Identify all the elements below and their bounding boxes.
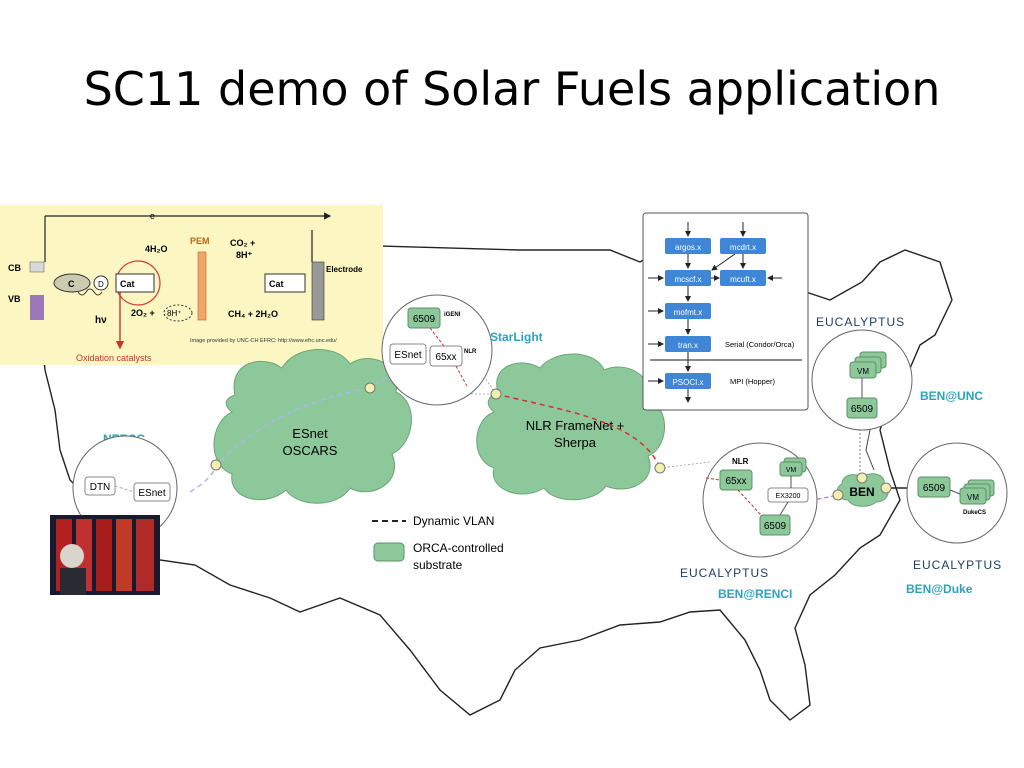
inset-co2-label: CO₂ + — [230, 238, 255, 248]
wf-mofmt: mofmt.x — [674, 308, 702, 317]
inset-pem-label: PEM — [190, 236, 210, 246]
inset-credit: Image provided by UNC-CH EFRC: http://ww… — [190, 338, 337, 344]
inset-cb-label: CB — [8, 263, 21, 273]
wf-mcuft: mcuft.x — [730, 275, 756, 284]
ben-cloud-label: BEN — [849, 485, 874, 499]
ben-renci-connection-dot — [832, 489, 844, 501]
inset-hv-label: hν — [95, 315, 107, 326]
wf-serial-label: Serial (Condor/Orca) — [725, 340, 795, 349]
esnet-starlight-node: ESnet — [394, 350, 421, 361]
eucalyptus-logo-renci: EUCALYPTUS — [680, 566, 769, 580]
switch-6509-unc: 6509 — [851, 404, 874, 415]
eucalyptus-logo-duke: EUCALYPTUS — [913, 558, 1002, 572]
inset-c-label: C — [68, 279, 75, 289]
vm-unc: VM — [857, 367, 869, 376]
esnet-to-starlight-path — [189, 387, 371, 493]
nlr-sl-connection-dot — [490, 388, 502, 400]
solar-fuels-inset: e CB VB C D Cat 4H₂O PEM CO₂ + 8H⁺ Cat E… — [0, 205, 383, 365]
esnet-cloud-line2: OSCARS — [283, 443, 338, 458]
supercomputer-photo — [50, 515, 160, 595]
vm-duke: VM — [967, 493, 979, 502]
inset-oxidation-label: Oxidation catalysts — [76, 353, 152, 363]
workflow-panel: argos.x mcdrt.x mcscf.x mcuft.x mofmt.x … — [642, 212, 809, 411]
esnet-connection-dot — [210, 459, 222, 471]
ben-duke-site-label: BEN@Duke — [906, 582, 973, 596]
eucalyptus-logo-unc: EUCALYPTUS — [816, 315, 905, 329]
nlr-vlan-path — [495, 393, 661, 469]
esnet-oscars-cloud: ESnet OSCARS — [213, 349, 412, 504]
switch-6509-renci: 6509 — [764, 521, 787, 532]
inset-catox-label: Cat — [120, 279, 135, 289]
esnet-sl-connection-dot — [364, 382, 376, 394]
legend-dynamic-vlan: Dynamic VLAN — [413, 514, 494, 528]
ben-cloud: BEN — [836, 473, 889, 507]
wf-psoci: PSOCI.x — [672, 378, 703, 387]
nlr-starlight-label: NLR — [464, 349, 477, 355]
inset-d-label: D — [98, 280, 104, 289]
legend-orca-line1: ORCA-controlled — [413, 541, 504, 555]
legend: Dynamic VLAN ORCA-controlled substrate — [372, 514, 504, 572]
ben-duke-connection-dot — [880, 482, 892, 494]
switch-6509-duke: 6509 — [923, 483, 946, 494]
ben-renci-site-label: BEN@RENCI — [718, 587, 792, 601]
inset-electron-top: e — [150, 211, 155, 221]
esnet-cloud-line1: ESnet — [292, 426, 328, 441]
wf-tran: tran.x — [678, 341, 698, 350]
ben-unc-site-circle: VM 6509 — [811, 329, 913, 431]
dtn-node: DTN — [90, 482, 111, 493]
inset-8h-bottom: 8H⁺ — [167, 309, 181, 318]
inset-ch4-label: CH₄ + 2H₂O — [228, 309, 278, 319]
nlr-renci-label: NLR — [732, 457, 749, 466]
wf-mcscf: mcscf.x — [674, 275, 701, 284]
switch-6509-starlight: 6509 — [413, 314, 436, 325]
starlight-site-circle: 6509 iGENI ESnet 65xx NLR — [381, 294, 493, 406]
inset-catred-label: Cat — [269, 279, 284, 289]
slide-title: SC11 demo of Solar Fuels application — [83, 62, 941, 116]
vm-renci: VM — [786, 467, 797, 474]
nlr-framenet-cloud: NLR FrameNet + Sherpa — [476, 353, 665, 501]
ben-unc-connection-dot — [856, 472, 868, 484]
inset-h2o-label: 4H₂O — [145, 244, 168, 254]
inset-o2-label: 2O₂ + — [131, 308, 155, 318]
ben-duke-site-circle: 6509 VM DukeCS — [906, 442, 1008, 544]
igeni-label: iGENI — [444, 312, 461, 318]
wf-argos: argos.x — [675, 243, 701, 252]
sl-callout-lines — [455, 355, 497, 395]
renci-callout-line — [659, 461, 711, 469]
legend-orca-line2: substrate — [413, 558, 463, 572]
inset-electrode-label: Electrode — [326, 265, 363, 274]
inset-vb-label: VB — [8, 294, 21, 304]
ben-renci-site-circle: NLR 65xx VM EX3200 6509 — [702, 442, 818, 558]
nlr-renci-connection-dot — [654, 462, 666, 474]
ben-unc-site-label: BEN@UNC — [920, 389, 983, 403]
nlr-cloud-line2: Sherpa — [554, 435, 597, 450]
inset-8h-label: 8H⁺ — [236, 250, 253, 260]
switch-ex3200: EX3200 — [776, 493, 801, 500]
esnet-nersc-node: ESnet — [138, 488, 165, 499]
wf-mpi-label: MPI (Hopper) — [730, 377, 776, 386]
switch-65xx-renci: 65xx — [725, 476, 746, 487]
wf-mcdrt: mcdrt.x — [730, 243, 756, 252]
nersc-to-esnet-path — [369, 369, 399, 389]
dukecs-label: DukeCS — [963, 510, 986, 516]
nlr-cloud-line1: NLR FrameNet + — [526, 418, 625, 433]
starlight-site-label: StarLight — [490, 330, 543, 344]
switch-65xx-starlight: 65xx — [435, 352, 456, 363]
